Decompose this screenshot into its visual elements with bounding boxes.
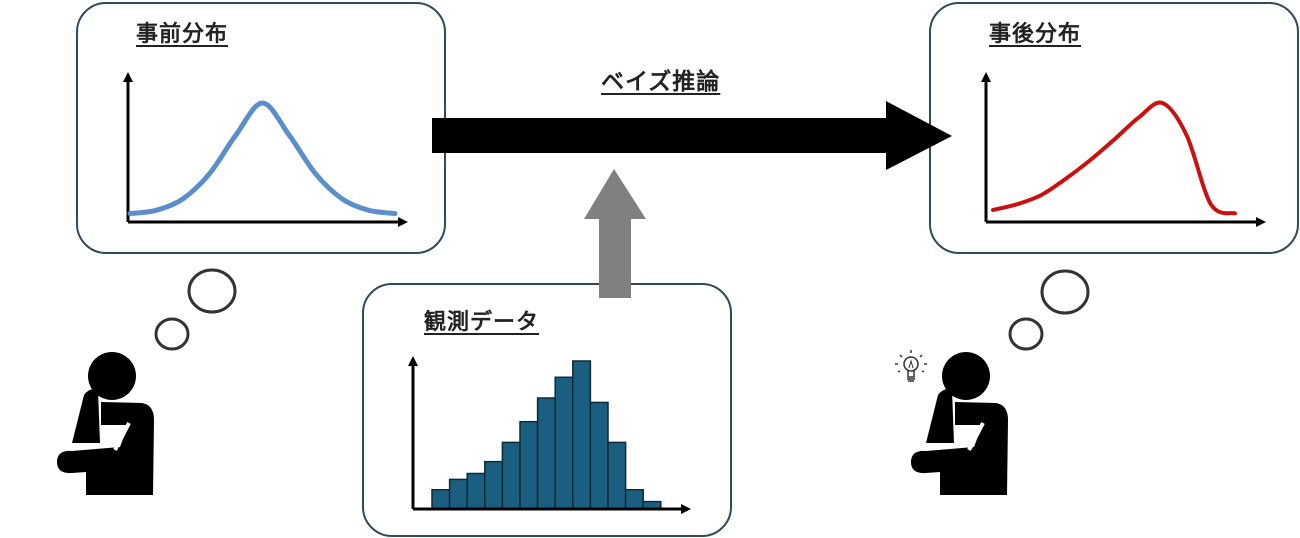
posterior-title: 事後分布 <box>989 22 1082 47</box>
bayes-inference-arrow <box>432 101 952 170</box>
prior-y-arrowhead <box>123 72 133 82</box>
posterior-panel <box>929 2 1299 254</box>
prior-title: 事前分布 <box>136 22 229 47</box>
data-input-arrow <box>584 169 646 298</box>
thought-bubble-small-icon <box>154 317 190 351</box>
posterior-y-arrowhead <box>981 72 991 82</box>
data-x-arrowhead <box>681 504 691 514</box>
data-title: 観測データ <box>424 310 540 335</box>
thought-bubble-large-icon <box>187 268 237 314</box>
lightbulb-icon <box>895 350 927 382</box>
thought-bubble-small-icon <box>1008 317 1044 351</box>
data-y-arrowhead <box>408 356 418 366</box>
posterior-curve <box>991 100 1237 216</box>
prior-x-arrowhead <box>398 217 408 227</box>
posterior-x-arrowhead <box>1256 217 1266 227</box>
prior-curve <box>127 100 398 217</box>
bayes-inference-label: ベイズ推論 <box>601 69 721 95</box>
thinking-person-icon <box>911 352 1008 495</box>
thought-bubble-large-icon <box>1040 269 1090 315</box>
